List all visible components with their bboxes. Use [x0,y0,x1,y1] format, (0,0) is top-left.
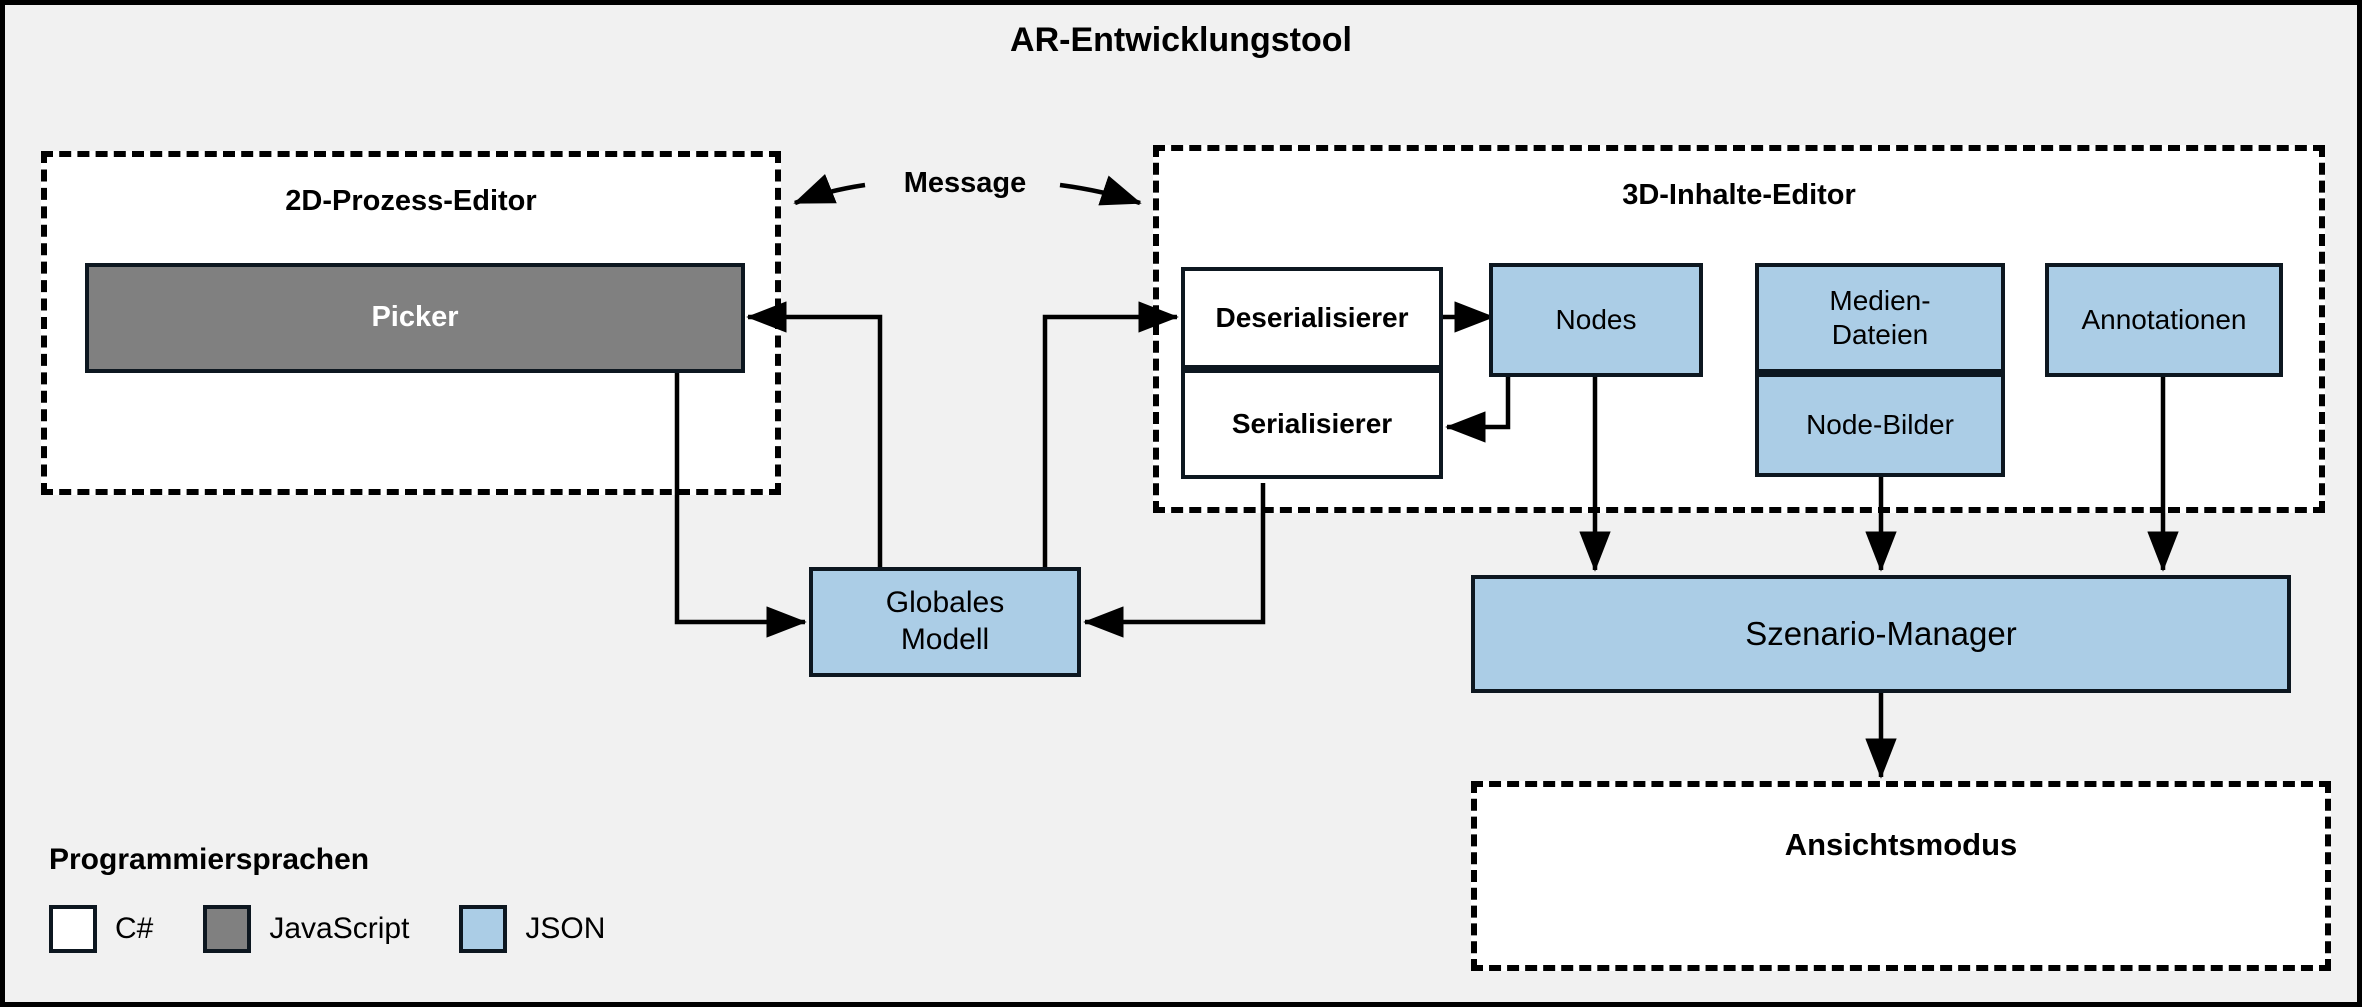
connector-message-left [793,174,866,206]
connector-global-model-to-deserializer [1042,301,1179,567]
legend-item-csharp: C# [49,905,153,953]
legend-item-json: JSON [459,905,605,953]
node-medien-dateien-line1: Medien- [1829,284,1931,316]
panel-ansichtsmodus: Ansichtsmodus [1471,781,2331,971]
node-serialisierer[interactable]: Serialisierer [1181,369,1443,479]
connector-label-message: Message [903,167,1027,199]
connector-serializer-to-global-model [1083,483,1266,638]
node-annotationen[interactable]: Annotationen [2045,263,2283,377]
panel-ansichtsmodus-title: Ansichtsmodus [1784,827,2018,862]
legend-label-javascript: JavaScript [269,912,410,945]
node-medien-dateien[interactable]: Medien- Dateien [1755,263,2005,373]
legend-swatch-javascript [203,905,252,953]
node-node-bilder[interactable]: Node-Bilder [1755,373,2005,477]
legend-label-json: JSON [525,912,606,945]
node-globales-modell[interactable]: Globales Modell [809,567,1081,677]
panel-3d-inhalte-editor-title: 3D-Inhalte-Editor [1622,179,1856,211]
connector-nodes-to-serializer [1445,377,1511,443]
node-globales-modell-line2: Modell [900,623,990,656]
node-globales-modell-line1: Globales [885,586,1005,620]
legend-item-javascript: JavaScript [203,905,409,953]
legend-label-csharp: C# [115,912,154,945]
panel-2d-prozess-editor-title: 2D-Prozess-Editor [285,185,537,217]
connector-message-right [1059,175,1142,206]
connector-layer [674,174,2179,779]
node-szenario-manager[interactable]: Szenario-Manager [1471,575,2291,693]
node-picker[interactable]: Picker [85,263,745,373]
legend-swatch-csharp [49,905,97,953]
legend-title: Programmiersprachen [49,843,370,876]
node-deserialisierer[interactable]: Deserialisierer [1181,267,1443,369]
node-nodes[interactable]: Nodes [1489,263,1703,377]
node-medien-dateien-line2: Dateien [1831,319,1929,350]
page-title: AR-Entwicklungstool [1010,21,1352,59]
legend-row: C# JavaScript JSON [49,905,605,953]
connector-global-model-to-picker [746,301,883,567]
legend-swatch-json [459,905,508,953]
connector-picker-to-global-model [674,373,807,638]
